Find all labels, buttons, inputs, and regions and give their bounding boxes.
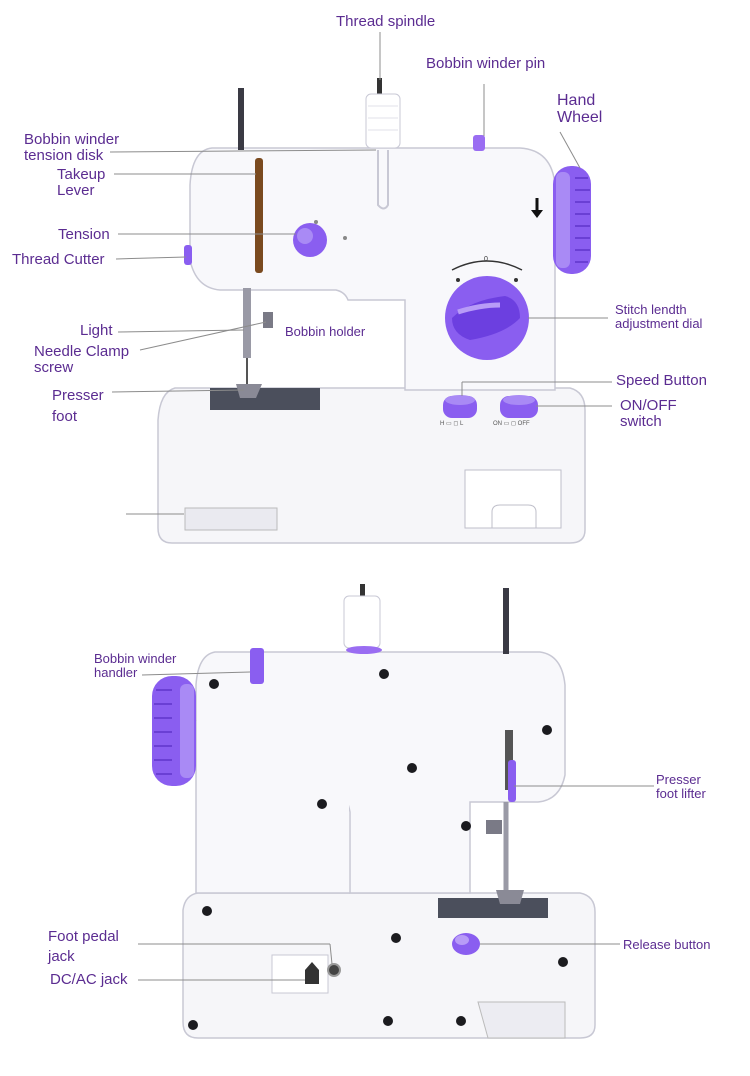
label-stitch-length-dial: Stitch lendth adjustment dial [615, 302, 703, 331]
screw-dot [343, 236, 347, 240]
needle-assembly [236, 288, 273, 398]
hand-wheel [553, 166, 591, 274]
label-bobbin-winder-tension-disk: Bobbin winder tension disk [24, 131, 120, 164]
thread-rod [238, 88, 244, 150]
label-presser-foot: Presser foot [52, 387, 104, 425]
thread-spool [365, 78, 401, 149]
back-base [182, 892, 596, 1039]
takeup-lever-slot [255, 158, 263, 273]
back-screw-dots [188, 669, 568, 1030]
stitch-length-dial [445, 260, 529, 360]
back-body [195, 651, 566, 894]
back-leader-lines [138, 671, 654, 981]
back-view-illustration [138, 584, 654, 1039]
label-needle-clamp-screw: Needle Clamp screw [34, 343, 130, 376]
label-thread-cutter: Thread Cutter [12, 251, 105, 268]
speed-marks-text: H ▭ ◻ L [440, 421, 464, 427]
label-thread-spindle: Thread spindle [336, 13, 436, 30]
back-thread-spool [343, 584, 382, 654]
front-leader-lines [109, 32, 612, 515]
dial-mark-text: 0 [484, 256, 488, 263]
bobbin-winder-pin [473, 135, 485, 151]
screw-dot [314, 220, 318, 224]
label-light: Light [80, 322, 113, 339]
front-view-illustration [109, 32, 612, 544]
front-base [157, 387, 586, 544]
release-button-graphic [452, 933, 480, 955]
dc-ac-jack-graphic [305, 962, 319, 984]
label-hand-wheel: Hand Wheel [557, 92, 603, 126]
back-thread-rod [503, 588, 509, 654]
label-on-off-switch: ON/OFF switch [620, 397, 677, 430]
speed-button-graphic [443, 395, 477, 418]
label-foot-pedal-jack: Foot pedal jack [48, 928, 119, 965]
label-bobbin-winder-handler: Bobbin winder handler [94, 651, 177, 680]
down-arrow-icon [531, 198, 543, 218]
label-bobbin-holder: Bobbin holder [285, 324, 366, 339]
thread-cutter [184, 245, 192, 265]
back-hand-wheel [152, 676, 196, 786]
label-speed-button: Speed Button [616, 372, 707, 389]
label-takeup-lever: Takeup Lever [57, 166, 106, 199]
foot-pedal-jack-graphic [327, 963, 341, 977]
label-tension: Tension [58, 226, 110, 243]
tension-dial [293, 223, 327, 257]
label-release-button: Release button [623, 937, 711, 952]
bobbin-winder-handler [250, 648, 264, 684]
label-bobbin-winder-pin: Bobbin winder pin [426, 55, 546, 72]
back-needle-assembly [486, 730, 524, 904]
label-dc-ac-jack: DC/AC jack [50, 971, 128, 988]
power-button-graphic [500, 395, 538, 418]
label-presser-foot-lifter: Presser foot lifter [656, 772, 706, 801]
power-marks-text: ON ▭ ◻ OFF [493, 421, 530, 427]
